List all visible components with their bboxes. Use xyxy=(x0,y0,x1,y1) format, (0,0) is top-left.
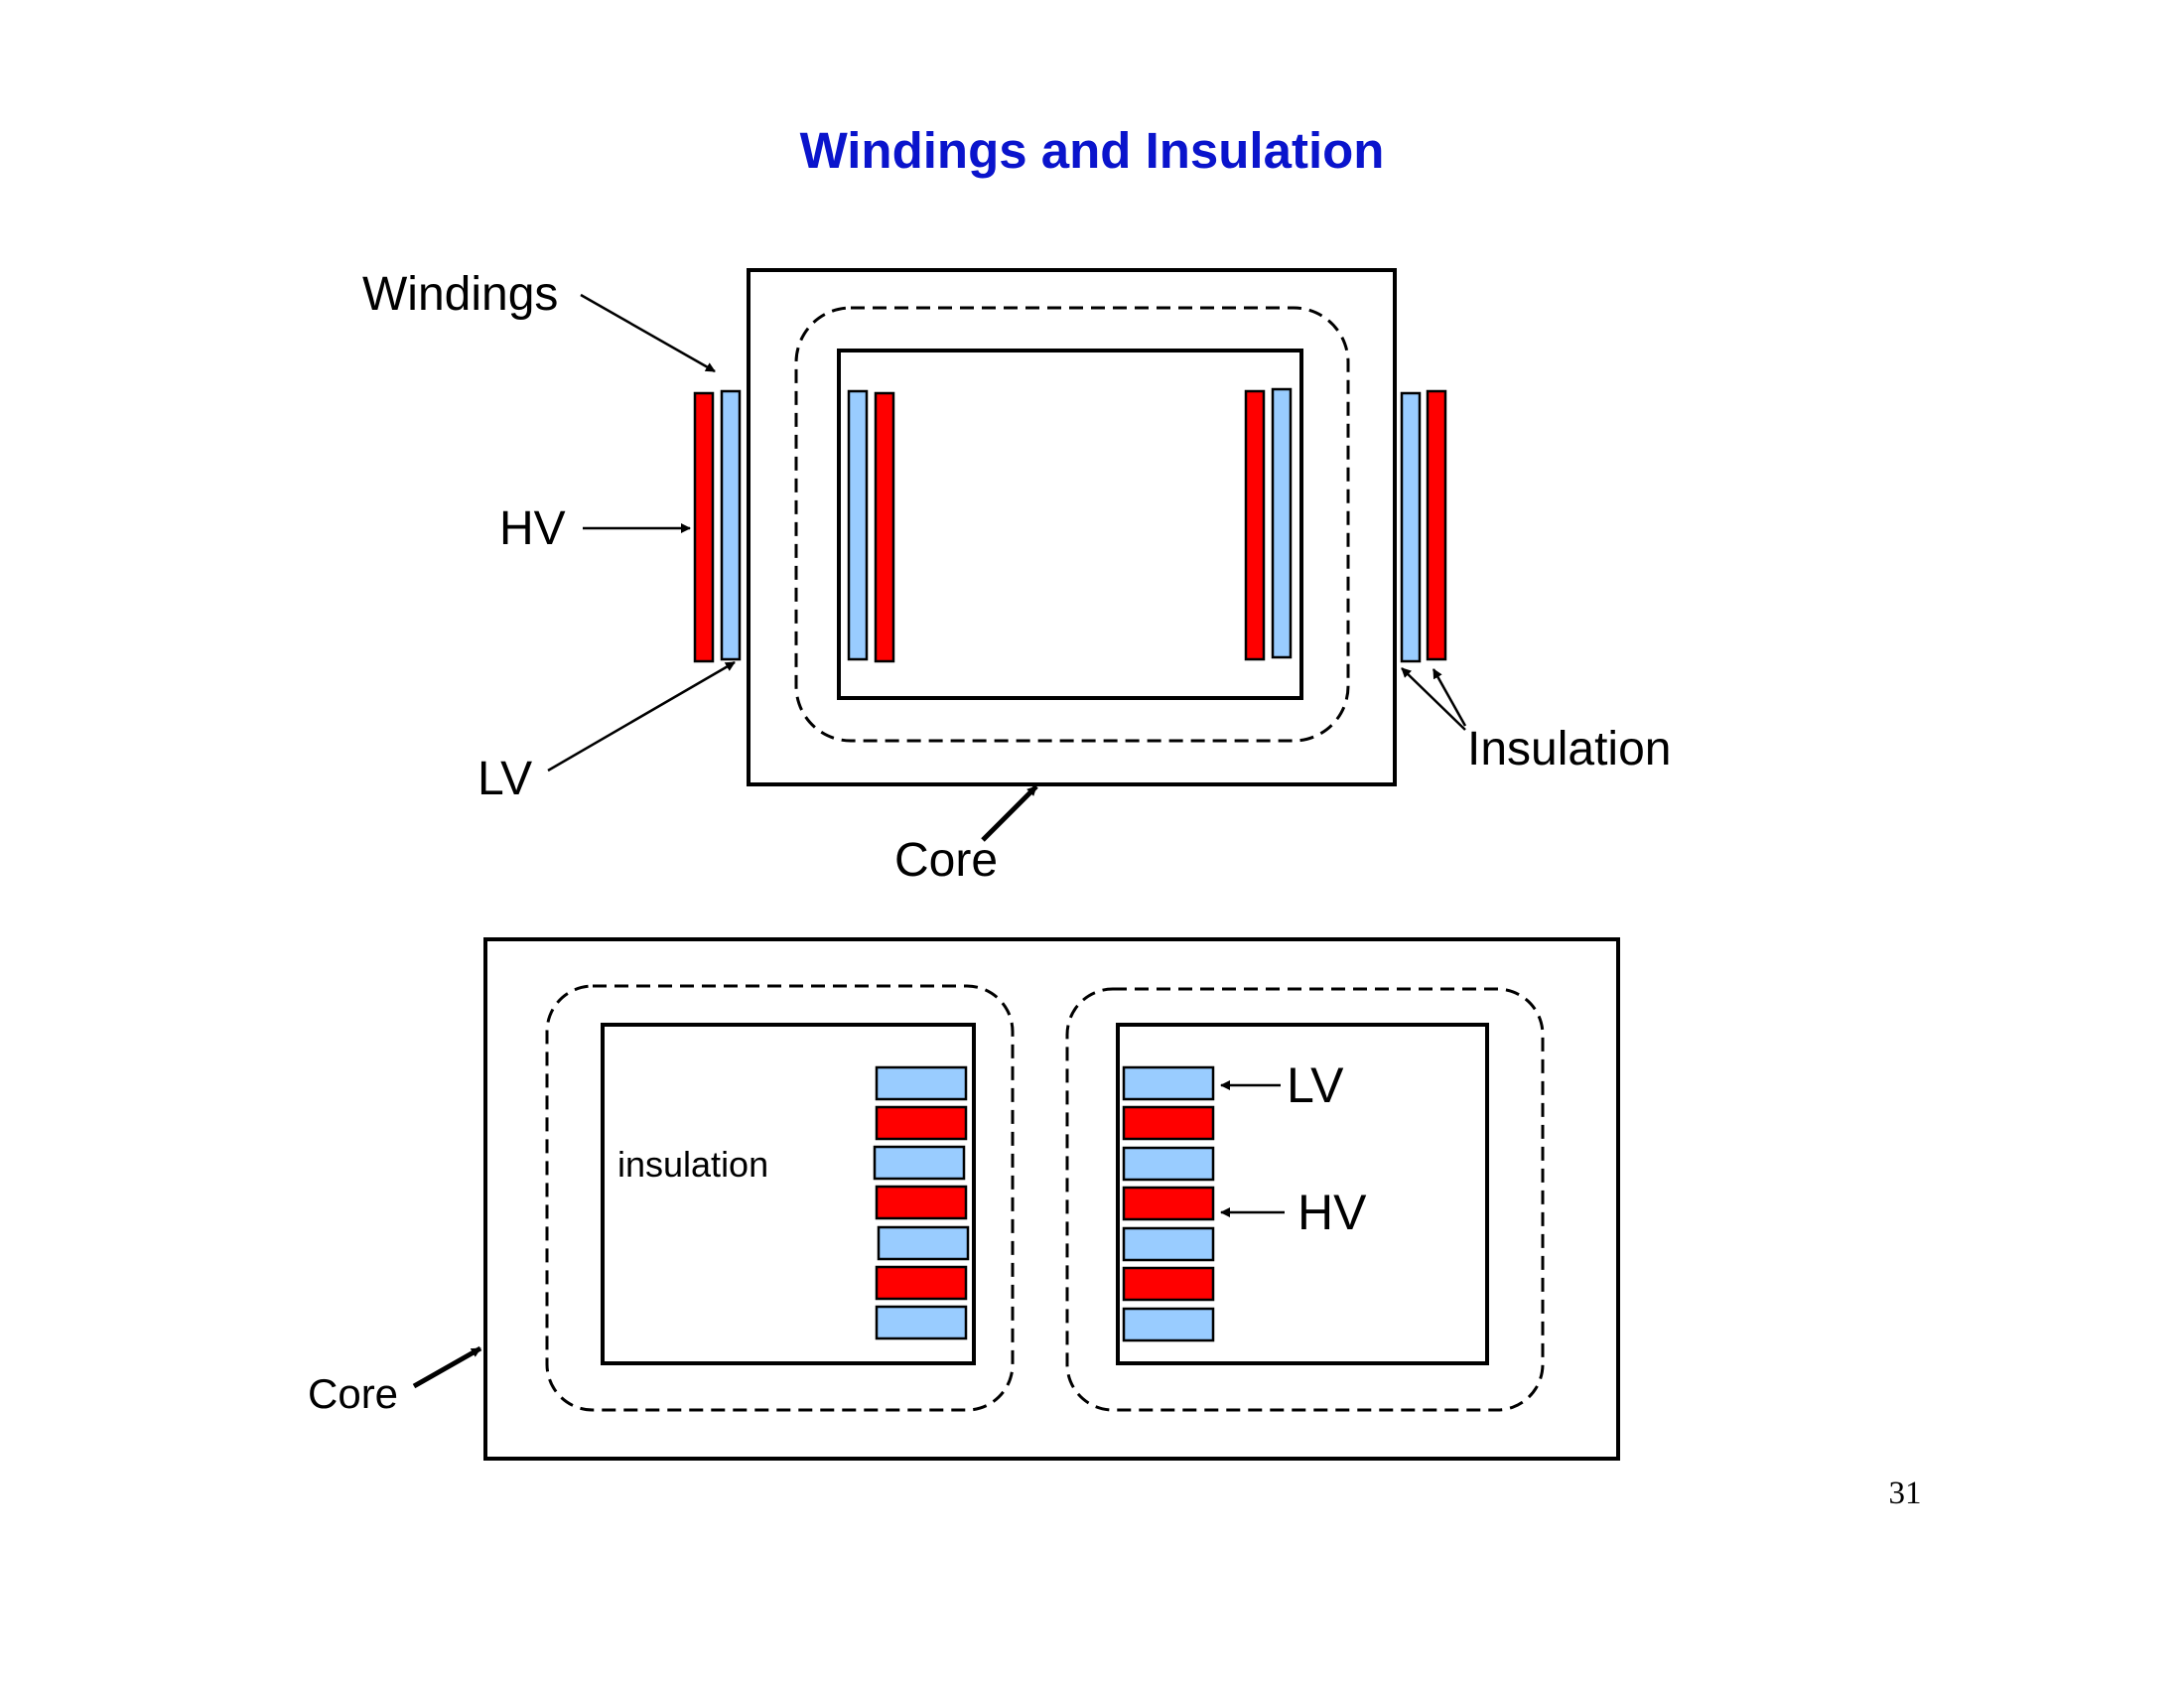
top-label-core: Core xyxy=(894,834,998,887)
top-hv-winding-left-inner xyxy=(874,391,895,663)
bottom-core-outer xyxy=(483,937,1620,1461)
slide-title: Windings and Insulation xyxy=(799,122,1385,179)
top-hv-winding-right-outer xyxy=(1426,389,1447,661)
bottom-label-lv: LV xyxy=(1287,1057,1344,1113)
bottom-left-lv-winding-3 xyxy=(877,1225,970,1261)
bottom-label-insulation: insulation xyxy=(617,1144,768,1185)
top-arrow-lv xyxy=(547,660,736,773)
bottom-right-hv-winding-2 xyxy=(1122,1186,1215,1221)
bottom-label-core: Core xyxy=(308,1370,398,1417)
top-lv-winding-right-inner xyxy=(1271,387,1293,659)
top-hv-winding-right-inner xyxy=(1244,389,1266,661)
bottom-left-lv-winding-2 xyxy=(873,1145,966,1181)
top-label-hv: HV xyxy=(499,502,566,555)
top-label-windings: Windings xyxy=(362,268,558,321)
top-core-outer xyxy=(747,268,1397,786)
bottom-right-lv-winding-2 xyxy=(1122,1146,1215,1182)
bottom-insulation-boundary-right xyxy=(1065,987,1545,1412)
bottom-right-lv-winding-4 xyxy=(1122,1307,1215,1342)
top-lv-winding-right-outer xyxy=(1400,391,1422,663)
top-arrow-insulation-2 xyxy=(1432,668,1467,727)
bottom-right-lv-winding-3 xyxy=(1122,1226,1215,1262)
bottom-left-hv-winding-2 xyxy=(875,1185,968,1220)
bottom-right-hv-winding-1 xyxy=(1122,1105,1215,1141)
page-number: 31 xyxy=(1888,1476,1922,1511)
top-arrow-windings xyxy=(580,293,716,373)
top-lv-winding-left-inner xyxy=(847,389,869,661)
top-insulation-boundary xyxy=(794,306,1350,743)
bottom-left-hv-winding-1 xyxy=(875,1105,968,1141)
top-core-window xyxy=(837,349,1303,700)
top-lv-winding-left-outer xyxy=(720,389,742,661)
bottom-right-hv-winding-3 xyxy=(1122,1266,1215,1302)
bottom-left-lv-winding-4 xyxy=(875,1305,968,1340)
top-arrow-insulation-1 xyxy=(1401,667,1466,731)
bottom-core-window-right xyxy=(1116,1023,1489,1365)
bottom-left-hv-winding-3 xyxy=(875,1265,968,1301)
bottom-arrow-core xyxy=(412,1345,482,1389)
bottom-left-lv-winding-1 xyxy=(875,1065,968,1101)
bottom-core-window-left xyxy=(601,1023,976,1365)
top-hv-winding-left-outer xyxy=(693,391,715,663)
top-label-lv: LV xyxy=(478,753,532,805)
bottom-label-hv: HV xyxy=(1297,1185,1367,1240)
top-label-insulation: Insulation xyxy=(1467,723,1671,775)
bottom-insulation-boundary-left xyxy=(545,984,1015,1412)
bottom-figure: insulation LV HV Core xyxy=(308,937,1620,1461)
bottom-right-lv-winding-1 xyxy=(1122,1065,1215,1101)
top-figure: Windings HV LV Insulation Core xyxy=(362,268,1671,887)
top-arrow-core xyxy=(981,784,1038,842)
